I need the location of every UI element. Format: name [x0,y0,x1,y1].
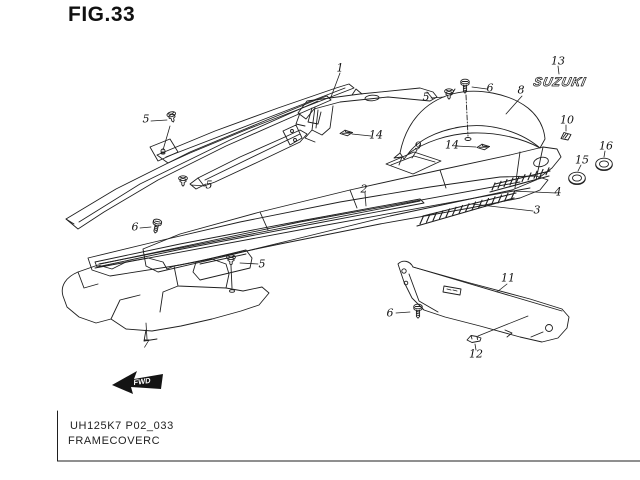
page-border [57,410,640,462]
callout-11: 11 [501,271,515,285]
callout-5c: 5 [422,90,430,104]
part-side-trim-upper [149,83,355,164]
screw-6b [150,217,163,235]
clip-12 [466,335,482,343]
callout-12: 12 [469,347,483,361]
decal-stripe-upper [489,167,551,193]
callout-5d: 5 [258,257,266,271]
callout-5a: 5 [142,112,150,126]
grommet-15 [568,171,586,186]
callout-15: 15 [575,153,589,167]
decal-stripe-lower [416,190,517,227]
callout-2: 2 [360,182,368,196]
clip-14a [339,129,353,137]
callout-7: 7 [142,337,150,351]
part-front-pillar [304,105,334,143]
clip-5d [226,254,236,266]
callout-1: 1 [336,61,344,75]
badge-decal [442,285,462,296]
grommet-16 [595,157,613,172]
screw-6c [413,303,423,319]
leader-lines [139,65,606,351]
footer-page-code: UH125K7 P02_033 [70,420,174,432]
clip-10 [560,132,572,141]
footer-figure-name: FRAMECOVERC [68,435,161,447]
part-center-panel [142,137,562,293]
callout-14a: 14 [369,128,383,142]
callout-14b: 14 [445,138,459,152]
callout-8: 8 [517,83,525,97]
suzuki-emblem-text: SUZUKI [532,75,587,89]
callout-6b: 6 [131,220,139,234]
callout-6a: 6 [486,81,494,95]
callout-13: 13 [551,54,565,68]
callout-9: 9 [414,139,422,153]
part-trim-strip [94,198,425,268]
callout-16: 16 [599,139,613,153]
clip-5b [178,175,188,187]
part-front-cover [61,257,270,342]
callout-6c: 6 [386,306,394,320]
part-rear-lower-cover [397,260,570,343]
part-side-trim-lower [65,95,332,230]
fwd-arrow-label: FWD [133,376,151,388]
clip-5a [165,110,179,124]
figure-title: FIG.33 [68,3,136,26]
callout-4: 4 [554,185,562,199]
clip-5c [444,88,454,100]
fwd-arrow: FWD [112,371,163,394]
part-rear-shell [393,88,546,166]
clip-14b [476,143,490,151]
part-inner-brace [189,124,308,190]
callout-5b: 5 [205,178,213,192]
callout-3: 3 [533,203,541,217]
part-square-pad [385,151,442,175]
callout-10: 10 [560,113,574,127]
part-outer-cover [87,175,549,277]
